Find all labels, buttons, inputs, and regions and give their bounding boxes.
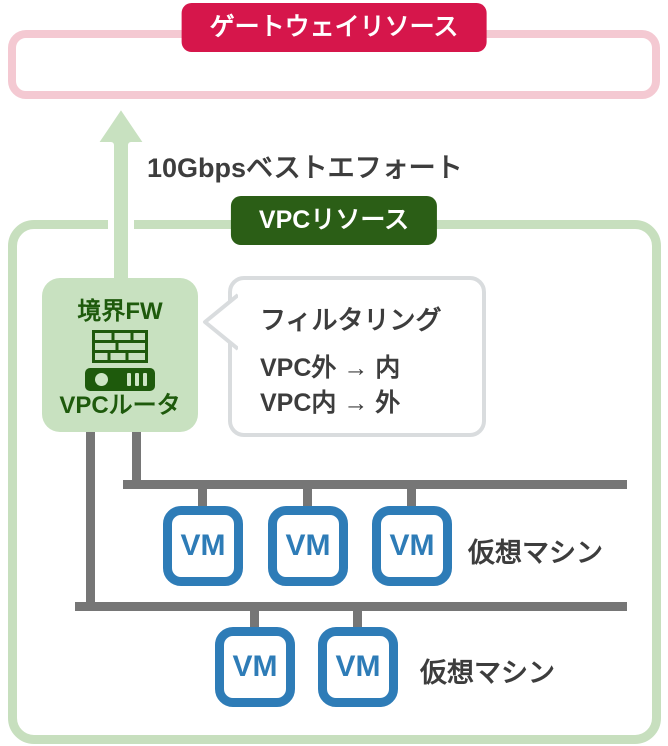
vm-group-label: 仮想マシン [468,538,603,568]
gateway-resource-badge: ゲートウェイリソース [181,3,487,52]
vm-stub-line [198,487,207,507]
vm-box: VM [215,627,295,707]
vm-stub-line [353,609,362,628]
router-port [143,373,147,386]
router-port [127,373,131,386]
vm-stub-line [407,487,416,507]
firewall-brick-icon [92,330,148,363]
subnet-bus-line-1 [123,480,627,489]
uplink-arrow-icon [91,102,151,290]
callout-title: フィルタリング [260,305,442,335]
firewall-router-box: 境界FW VPCルータ [42,278,198,432]
router-downlink-line-left [86,432,95,611]
router-downlink-line-right [132,432,141,489]
vm-stub-line [303,487,312,507]
vm-box: VM [163,506,243,586]
filtering-callout: フィルタリング VPC外 → 内 VPC内 → 外 [228,276,486,437]
subnet-bus-line-2 [75,602,627,611]
callout-tail-icon [203,293,238,351]
router-port [135,373,139,386]
router-led [95,373,108,386]
callout-rule-inside-out: VPC内 → 外 [260,389,401,417]
vm-box: VM [318,627,398,707]
callout-rule-outside-in: VPC外 → 内 [260,354,401,382]
vpc-router-label: VPCルータ [59,392,181,419]
vpc-resource-badge: VPCリソース [230,196,438,245]
vm-stub-line [250,609,259,628]
router-appliance-icon [85,368,155,391]
vm-group-label: 仮想マシン [420,658,555,688]
bandwidth-label: 10Gbpsベストエフォート [147,153,463,183]
vm-box: VM [372,506,452,586]
vm-box: VM [268,506,348,586]
firewall-label: 境界FW [77,298,163,325]
